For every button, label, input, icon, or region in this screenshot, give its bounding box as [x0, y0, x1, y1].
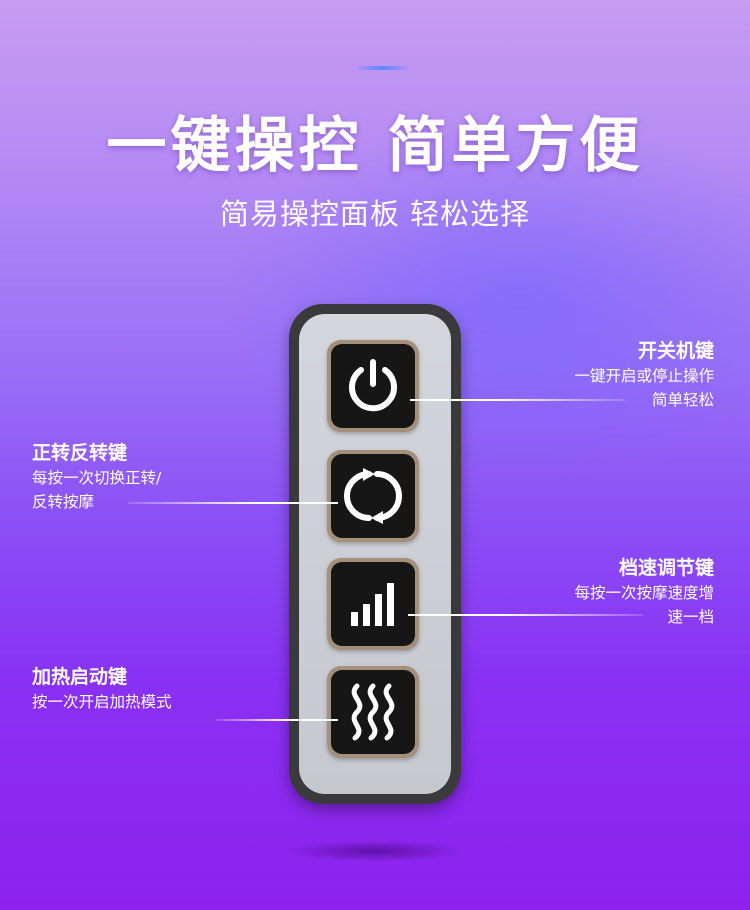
power-leader-line [410, 399, 625, 401]
heat-button[interactable] [327, 666, 419, 758]
page-headline: 一键操控 简单方便 [106, 111, 644, 181]
power-feature-desc-2: 简单轻松 [651, 391, 714, 409]
heat-feature-title: 加热启动键 [32, 666, 128, 688]
power-feature-title: 开关机键 [637, 340, 714, 362]
speed-feature-desc-1: 每按一次按摩速度增 [574, 584, 714, 602]
power-feature: 开关机键 一键开启或停止操作 简单轻松 [574, 338, 714, 412]
reverse-leader-line [128, 502, 338, 504]
power-feature-desc-1: 一键开启或停止操作 [574, 367, 714, 385]
reverse-feature: 正转反转键 每按一次切换正转/ 反转按摩 [32, 440, 161, 514]
control-panel [289, 304, 461, 804]
power-icon [349, 359, 397, 412]
speed-leader-line [408, 614, 643, 616]
header-accent-line [358, 66, 408, 70]
heat-feature-desc-1: 按一次开启加热模式 [32, 693, 172, 711]
speed-feature-title: 档速调节键 [618, 557, 714, 579]
heat-leader-line [216, 719, 338, 721]
speed-button[interactable] [327, 558, 419, 650]
reverse-feature-desc-2: 反转按摩 [32, 493, 95, 511]
speed-feature-desc-2: 速一档 [667, 608, 714, 626]
page-subheadline: 简易操控面板 轻松选择 [219, 197, 531, 231]
reverse-button[interactable] [327, 450, 419, 542]
speed-feature: 档速调节键 每按一次按摩速度增 速一档 [574, 555, 714, 629]
reverse-feature-desc-1: 每按一次切换正转/ [32, 469, 162, 487]
heat-feature: 加热启动键 按一次开启加热模式 [32, 664, 172, 714]
reverse-feature-title: 正转反转键 [32, 442, 128, 464]
rotate-icon [344, 468, 402, 524]
power-button[interactable] [327, 340, 419, 432]
panel-shadow [285, 840, 465, 862]
heat-waves-icon [351, 683, 395, 741]
signal-bars-icon [351, 583, 394, 626]
